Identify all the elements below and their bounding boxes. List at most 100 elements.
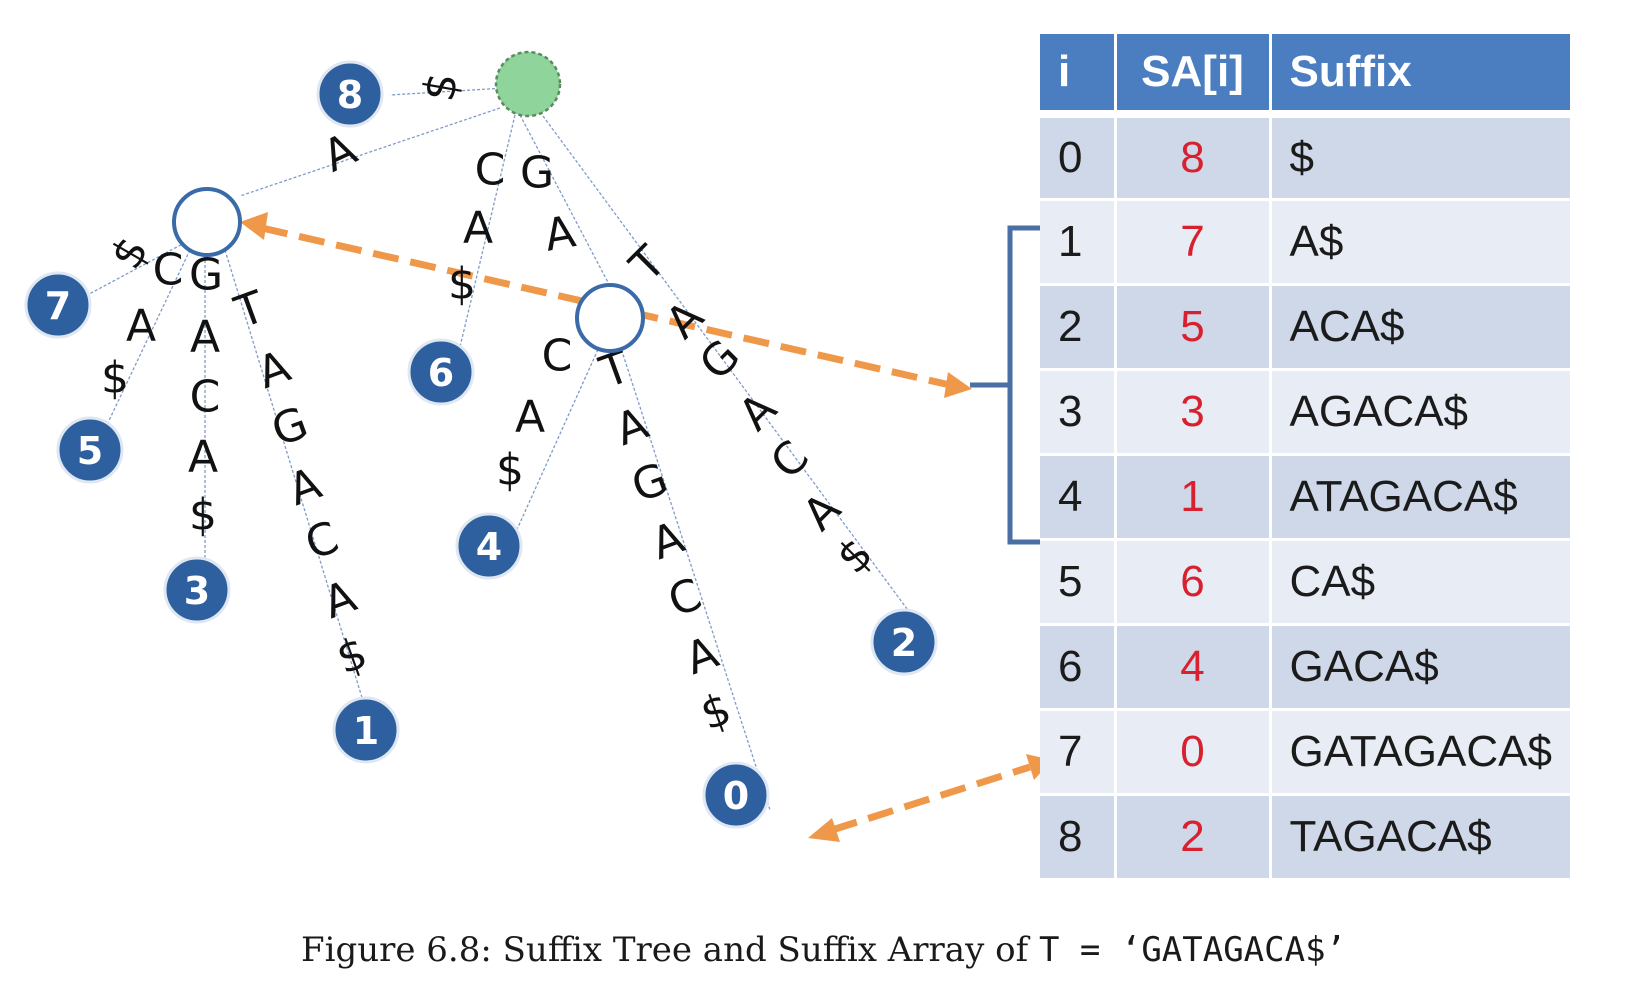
edge-label-A-G-3: C <box>190 372 221 423</box>
leaf-4-circle <box>455 512 523 580</box>
cell-i: 2 <box>1040 284 1117 371</box>
edge-label-GA-T-6: A <box>679 627 725 685</box>
cell-sa: 7 <box>1115 199 1272 286</box>
cell-suffix: TAGACA$ <box>1270 794 1570 881</box>
edge-label-A-G-1: G <box>189 250 223 301</box>
cell-suffix: $ <box>1270 114 1570 201</box>
cell-sa: 2 <box>1115 794 1272 881</box>
edge-label-GA-T-2: A <box>609 398 655 456</box>
edge-label-A-C-1: C <box>153 245 184 296</box>
leaf-3-label: 3 <box>184 569 210 613</box>
cell-sa: 3 <box>1115 369 1272 456</box>
edge-label-A-G-2: A <box>190 312 220 363</box>
edge-label-A-T-7: $ <box>330 627 374 685</box>
root-node <box>494 50 562 118</box>
leaf-7-node: 7 <box>24 271 92 339</box>
caption-text: Figure 6.8: Suffix Tree and Suffix Array… <box>300 930 1039 970</box>
cell-i: 1 <box>1040 199 1117 286</box>
cell-sa: 1 <box>1115 454 1272 541</box>
caption-code: T = ‘GATAGACA$’ <box>1038 930 1347 970</box>
cell-i: 7 <box>1040 709 1117 796</box>
edge-label-A-T-3: G <box>265 397 314 457</box>
header-sa: SA[i] <box>1115 34 1272 118</box>
cell-suffix: GATAGACA$ <box>1270 709 1570 796</box>
cell-i: 3 <box>1040 369 1117 456</box>
internal-node-a <box>172 187 242 257</box>
edge-label-A-G-4: A <box>188 432 218 483</box>
cell-i: 0 <box>1040 114 1117 201</box>
edge-label-root-GA-1: G <box>520 148 554 199</box>
edge-label-GA-T-5: C <box>662 569 708 627</box>
edge-label-GA-T-3: G <box>625 453 674 513</box>
edge-label-A-G-5: $ <box>189 490 217 541</box>
leaf-8-label: 8 <box>337 73 363 117</box>
cell-suffix: CA$ <box>1270 539 1570 626</box>
leaf-0-label: 0 <box>723 774 749 818</box>
leaf-6-circle <box>407 338 475 406</box>
edge-label-root-T-7: $ <box>827 528 883 584</box>
edge-label-A-T-6: A <box>317 571 363 629</box>
edge-label-GA-T-7: $ <box>694 683 738 741</box>
cell-i: 4 <box>1040 454 1117 541</box>
leaf-7-circle <box>24 271 92 339</box>
leaf-6-label: 6 <box>428 351 454 395</box>
edge-label-root-T-4: A <box>729 383 786 440</box>
leaf-nodes: 8 7 5 3 1 6 4 0 2 <box>24 60 938 829</box>
leaf-5-node: 5 <box>56 416 124 484</box>
edge-label-A-T-1: T <box>228 281 272 339</box>
leaf-1-label: 1 <box>353 709 379 753</box>
cell-i: 6 <box>1040 624 1117 711</box>
leaf-6-node: 6 <box>407 338 475 406</box>
edge-label-root-GA-2: A <box>541 206 580 261</box>
cell-i: 5 <box>1040 539 1117 626</box>
edge-label-root-T-5: C <box>761 431 819 489</box>
leaf-7-label: 7 <box>45 284 71 328</box>
leaf-3-node: 3 <box>163 556 231 624</box>
leaf-2-label: 2 <box>891 621 917 665</box>
leaf-5-label: 5 <box>77 429 103 473</box>
edge-label-GA-C-2: A <box>515 392 545 443</box>
header-i: i <box>1040 34 1117 118</box>
internal-node-ga <box>575 283 645 353</box>
edge-label-A-C-3: $ <box>101 353 129 404</box>
leaf-8-circle <box>316 60 384 128</box>
cell-suffix: ACA$ <box>1270 284 1570 371</box>
leaf-3-circle <box>163 556 231 624</box>
edge-label-root-CA-2: A <box>463 203 493 254</box>
figure-caption: Figure 6.8: Suffix Tree and Suffix Array… <box>0 930 1647 970</box>
cell-suffix: AGACA$ <box>1270 369 1570 456</box>
bracket <box>970 225 1040 545</box>
edge-label-A-C-2: A <box>126 301 156 352</box>
cell-suffix: ATAGACA$ <box>1270 454 1570 541</box>
cell-suffix: A$ <box>1270 199 1570 286</box>
edge-label-root-CA-1: C <box>475 145 506 196</box>
edge-label-root-A: A <box>316 124 365 183</box>
leaf-1-circle <box>332 696 400 764</box>
leaf-2-circle <box>870 608 938 676</box>
edge-label-GA-T-4: A <box>645 512 691 570</box>
table-header-row: i SA[i] Suffix <box>1040 34 1570 118</box>
leaf-0-circle <box>702 761 770 829</box>
leaf-1-node: 1 <box>332 696 400 764</box>
cell-sa: 8 <box>1115 114 1272 201</box>
edge-label-A-7: $ <box>101 228 159 278</box>
cell-i: 8 <box>1040 794 1117 881</box>
leaf-4-label: 4 <box>476 525 502 569</box>
leaf-8-node: 8 <box>316 60 384 128</box>
edge-label-root-8: $ <box>413 69 468 105</box>
cell-suffix: GACA$ <box>1270 624 1570 711</box>
header-suffix: Suffix <box>1270 34 1570 118</box>
cell-sa: 0 <box>1115 709 1272 796</box>
edge-label-root-T-1: T <box>620 236 676 292</box>
cell-sa: 5 <box>1115 284 1272 371</box>
leaf-5-circle <box>56 416 124 484</box>
